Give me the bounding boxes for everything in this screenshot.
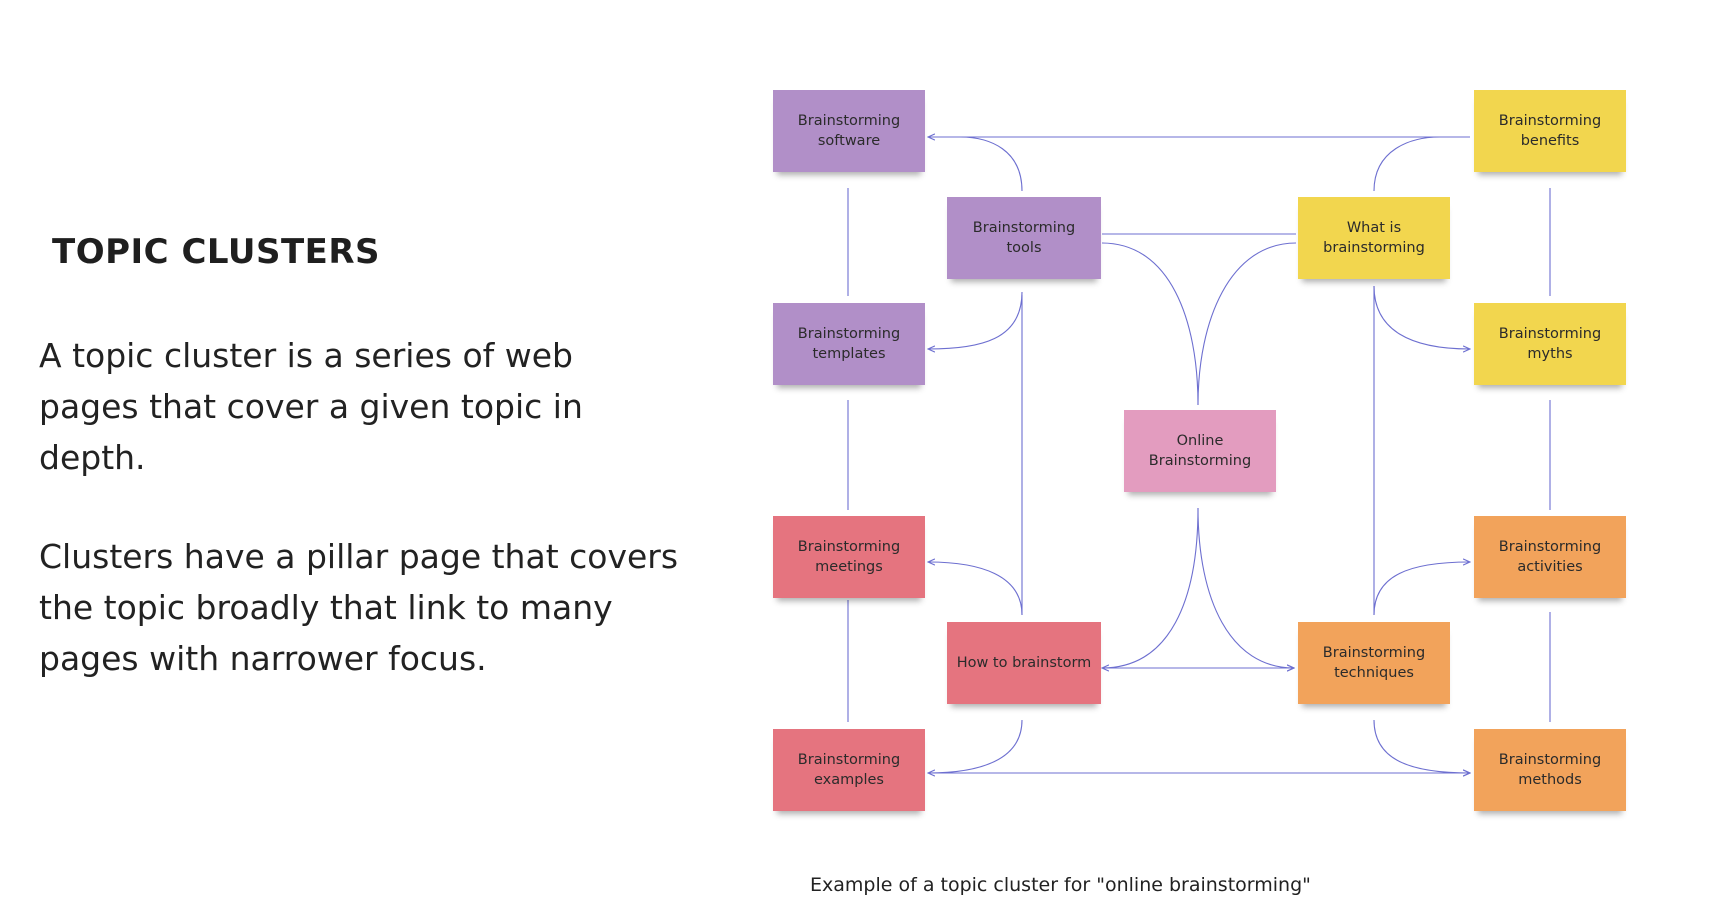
connector-whatis-online	[1197, 242, 1297, 406]
note-what-is-brainstorming[interactable]: What is brainstorming	[1298, 197, 1450, 279]
note-how-to-brainstorm[interactable]: How to brainstorm	[947, 622, 1101, 704]
note-brainstorming-software[interactable]: Brainstorming software	[773, 90, 925, 172]
text-panel: TOPIC CLUSTERS A topic cluster is a seri…	[0, 0, 700, 900]
connector-whatis-top	[1373, 136, 1441, 192]
note-label: How to brainstorm	[956, 655, 1092, 671]
note-label: Brainstorming myths	[1498, 326, 1602, 362]
connector-howto-examples	[928, 719, 1023, 773]
note-label: Brainstorming tools	[972, 220, 1076, 256]
connector-howto-meetings	[928, 562, 1023, 616]
diagram-caption: Example of a topic cluster for "online b…	[810, 874, 1311, 896]
connector-online-howto	[1102, 507, 1199, 668]
note-brainstorming-techniques[interactable]: Brainstorming techniques	[1298, 622, 1450, 704]
note-brainstorming-tools[interactable]: Brainstorming tools	[947, 197, 1101, 279]
note-brainstorming-myths[interactable]: Brainstorming myths	[1474, 303, 1626, 385]
note-label: Brainstorming meetings	[797, 539, 901, 575]
note-brainstorming-activities[interactable]: Brainstorming activities	[1474, 516, 1626, 598]
connector-techniques-activities	[1373, 562, 1470, 616]
note-label: Brainstorming benefits	[1498, 113, 1602, 149]
note-label: Brainstorming examples	[797, 752, 901, 788]
note-label: Brainstorming software	[797, 113, 901, 149]
note-label: Brainstorming activities	[1498, 539, 1602, 575]
note-label: Brainstorming templates	[797, 326, 901, 362]
connector-online-techniques	[1197, 507, 1294, 668]
note-online-brainstorming[interactable]: Online Brainstorming	[1124, 410, 1276, 492]
note-brainstorming-benefits[interactable]: Brainstorming benefits	[1474, 90, 1626, 172]
note-brainstorming-templates[interactable]: Brainstorming templates	[773, 303, 925, 385]
page-title: TOPIC CLUSTERS	[52, 232, 381, 272]
note-label: Online Brainstorming	[1148, 433, 1252, 469]
note-brainstorming-examples[interactable]: Brainstorming examples	[773, 729, 925, 811]
cluster-paragraph: Clusters have a pillar page that covers …	[39, 537, 679, 678]
connector-techniques-methods	[1373, 719, 1470, 773]
note-label: Brainstorming techniques	[1322, 645, 1426, 681]
connector-tools-online	[1101, 242, 1199, 406]
connector-tools-templates	[928, 291, 1023, 349]
intro-paragraph: A topic cluster is a series of web pages…	[39, 336, 583, 477]
note-label: What is brainstorming	[1323, 220, 1425, 256]
connector-whatis-myths	[1373, 285, 1470, 349]
note-brainstorming-methods[interactable]: Brainstorming methods	[1474, 729, 1626, 811]
note-brainstorming-meetings[interactable]: Brainstorming meetings	[773, 516, 925, 598]
connector-tools-top	[959, 136, 1023, 192]
note-label: Brainstorming methods	[1498, 752, 1602, 788]
